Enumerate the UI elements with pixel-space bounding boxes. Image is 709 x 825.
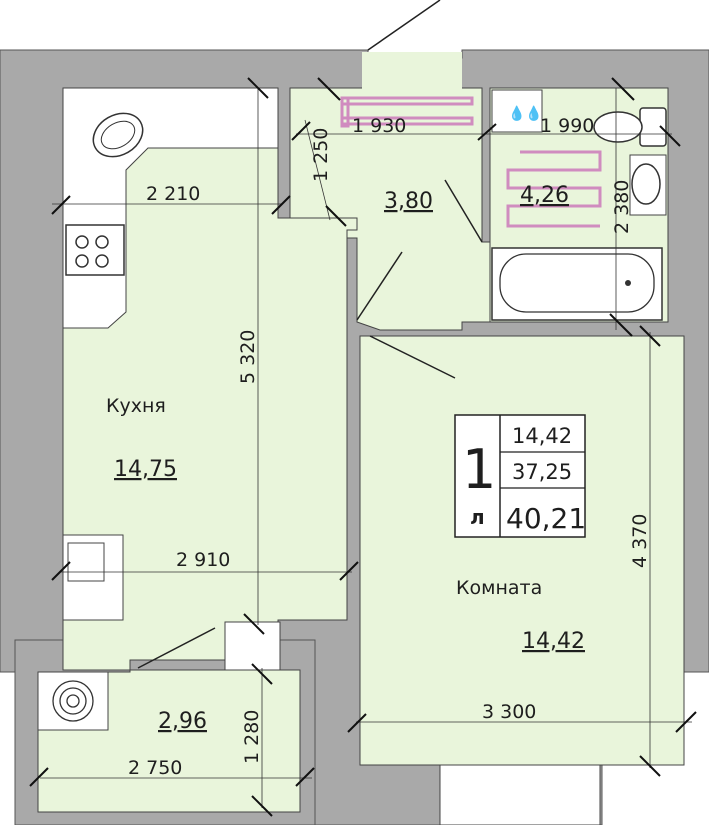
summary-box bbox=[454, 414, 586, 538]
area-summary: 1 л 14,42 37,25 40,21 bbox=[454, 414, 586, 538]
stove-icon bbox=[65, 224, 125, 276]
total-area-value: 37,25 bbox=[512, 460, 572, 484]
dim-loggia-width: 2 750 bbox=[128, 757, 182, 779]
entrance-door bbox=[367, 0, 441, 51]
dim-bath-width: 1 990 bbox=[540, 115, 594, 137]
dim-living-width: 3 300 bbox=[482, 701, 536, 723]
rooms-count: 1 bbox=[462, 438, 496, 501]
dimension-lines bbox=[29, 77, 697, 817]
kitchen-sink-inner bbox=[100, 120, 136, 150]
room-door bbox=[369, 335, 456, 379]
boiler-ring bbox=[59, 687, 87, 715]
hall-area: 3,80 bbox=[384, 189, 433, 214]
kitchen-door bbox=[356, 251, 403, 321]
dim-kitchen-width: 2 910 bbox=[176, 549, 230, 571]
bath-heater-icon bbox=[506, 150, 602, 228]
kitchen-area: 14,75 bbox=[114, 457, 177, 482]
fridge-icon-inner bbox=[67, 542, 105, 582]
bathroom-area: 4,26 bbox=[520, 183, 569, 208]
stove-burner bbox=[75, 235, 89, 249]
boiler-ring bbox=[66, 694, 80, 708]
loggia-door bbox=[137, 627, 216, 669]
bathtub-drain-icon bbox=[625, 280, 631, 286]
stove-burner bbox=[75, 254, 89, 268]
bathtub-icon bbox=[491, 247, 663, 321]
dim-bath-depth: 2 380 bbox=[611, 180, 633, 234]
ventilation-shaft bbox=[224, 621, 281, 671]
living-area-value: 14,42 bbox=[512, 424, 572, 448]
dim-living-length: 4 370 bbox=[629, 514, 651, 568]
dim-loggia-depth: 1 280 bbox=[241, 710, 263, 764]
stove-burner bbox=[95, 254, 109, 268]
boiler-ring bbox=[52, 680, 94, 722]
bath-door bbox=[444, 179, 483, 243]
hall-floor bbox=[289, 87, 491, 331]
water-meter-box bbox=[491, 89, 543, 133]
dim-kitchen-length: 5 320 bbox=[237, 330, 259, 384]
water-drops-icon: 💧💧 bbox=[508, 105, 543, 122]
kitchen-fixtures bbox=[62, 87, 279, 621]
boiler-icon bbox=[37, 671, 109, 731]
kitchen-sink-icon bbox=[92, 112, 144, 158]
loggia-area: 2,96 bbox=[158, 709, 207, 734]
towel-heater-icon bbox=[340, 96, 350, 128]
floors bbox=[37, 52, 685, 825]
dim-hall-depth: 1 250 bbox=[310, 128, 332, 182]
fridge-icon bbox=[62, 534, 124, 621]
toilet-bowl-icon bbox=[593, 111, 643, 143]
towel-heater-icon bbox=[340, 116, 474, 126]
dim-hall-width: 1 930 bbox=[352, 115, 406, 137]
stove-burner bbox=[95, 235, 109, 249]
living-floor bbox=[359, 335, 685, 766]
window bbox=[439, 764, 601, 825]
kitchen-name: Кухня bbox=[106, 395, 166, 417]
living-name: Комната bbox=[456, 577, 542, 599]
total-with-loggia-value: 40,21 bbox=[506, 502, 586, 535]
loggia-fixtures bbox=[37, 621, 281, 731]
bathroom-fixtures: 💧💧 bbox=[340, 89, 667, 321]
doors bbox=[137, 0, 483, 669]
bathtub-inner bbox=[499, 253, 655, 313]
dim-kitchen-top-width: 2 210 bbox=[146, 183, 200, 205]
loggia-mark: л bbox=[470, 505, 485, 529]
living-area: 14,42 bbox=[522, 629, 585, 654]
corridor-floor bbox=[362, 52, 462, 100]
bath-sink-icon bbox=[631, 163, 661, 205]
